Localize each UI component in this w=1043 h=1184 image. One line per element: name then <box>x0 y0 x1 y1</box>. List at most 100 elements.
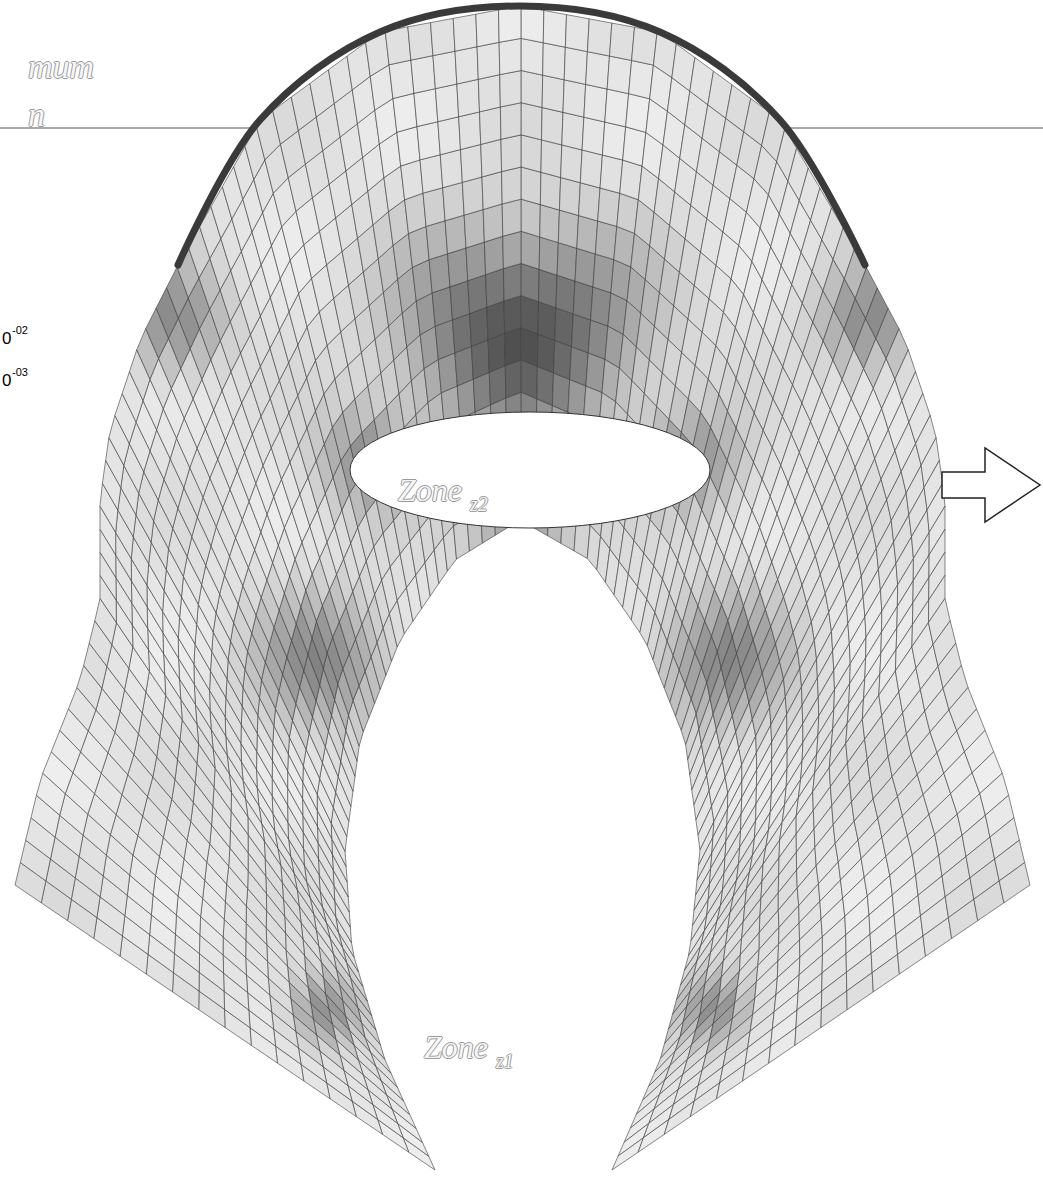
mesh-element <box>385 27 411 65</box>
mesh-element <box>571 314 590 353</box>
mesh-element <box>460 144 481 182</box>
mesh-element <box>743 1046 771 1081</box>
mesh-element <box>638 1119 669 1152</box>
mesh-element <box>426 221 447 260</box>
mesh-element <box>432 287 452 326</box>
mesh-element <box>505 360 521 398</box>
mesh-element <box>552 373 569 412</box>
mesh-element <box>586 353 605 392</box>
mesh-element <box>559 178 580 216</box>
mesh-element <box>538 302 556 341</box>
mesh-element <box>435 320 455 360</box>
mesh-element <box>584 84 607 122</box>
mesh-element <box>462 177 483 215</box>
mesh-element <box>948 899 977 938</box>
mesh-element <box>405 193 426 233</box>
mesh-element <box>521 71 542 108</box>
mesh-element <box>555 308 574 347</box>
mesh-element <box>389 60 414 98</box>
mesh-element <box>593 254 614 293</box>
mesh-element <box>554 340 572 379</box>
mesh-element <box>605 89 629 127</box>
mesh-element <box>690 1083 719 1117</box>
mesh-element <box>623 127 646 166</box>
mesh-element <box>595 221 616 260</box>
mesh-element <box>521 38 543 75</box>
mesh-element <box>438 353 457 393</box>
mesh-element <box>438 117 461 155</box>
zone-label: Zone <box>398 474 462 506</box>
mesh-element <box>411 56 435 94</box>
mesh-element <box>484 236 503 274</box>
mesh-element <box>500 103 521 140</box>
mesh-element <box>440 150 462 188</box>
mesh-element <box>448 248 468 287</box>
mesh-element <box>445 215 466 254</box>
mesh-element <box>602 122 625 160</box>
mesh-element <box>612 1138 643 1170</box>
scale-exponent: -02 <box>12 325 28 336</box>
mesh-element <box>433 51 457 88</box>
mesh-element <box>521 263 539 301</box>
mesh-element <box>872 954 899 992</box>
mesh-element <box>558 210 578 248</box>
mesh-element <box>478 75 500 112</box>
mesh-element <box>575 248 595 287</box>
mesh-element <box>435 84 458 122</box>
mesh-element <box>537 366 554 405</box>
mesh-element <box>468 275 487 314</box>
mesh-element <box>500 71 521 107</box>
mesh-element <box>664 1101 694 1134</box>
mesh-element <box>420 155 443 193</box>
mesh-element <box>502 199 521 236</box>
mesh-element <box>898 936 926 974</box>
mesh-element <box>504 296 521 334</box>
scale-exponent: -03 <box>12 367 28 378</box>
mesh-element <box>591 287 611 326</box>
mesh-element <box>543 43 566 80</box>
mesh-element <box>521 199 540 237</box>
mesh-element <box>401 160 423 200</box>
mesh-element <box>543 10 566 47</box>
legend-title-fragment: mum <box>28 50 94 84</box>
mesh-element <box>629 60 654 98</box>
mesh-element <box>521 6 544 43</box>
mesh-element <box>501 135 521 172</box>
mesh-element <box>476 10 499 47</box>
mesh-element <box>464 210 484 248</box>
zone-subscript: z2 <box>470 494 488 514</box>
mesh-element <box>487 301 505 340</box>
mesh-element <box>542 75 564 112</box>
mesh-element <box>480 107 501 144</box>
mesh-element <box>429 254 450 293</box>
mesh-element <box>999 863 1030 903</box>
mesh-element <box>540 172 560 210</box>
contact-arc <box>178 6 865 265</box>
mesh-element <box>503 231 521 268</box>
mesh-element <box>821 991 847 1028</box>
mesh-element <box>453 14 477 51</box>
mesh-element <box>503 263 521 300</box>
mesh-element <box>521 103 542 140</box>
mesh-element <box>486 269 504 308</box>
mesh-element <box>521 167 541 205</box>
mesh-element <box>481 139 502 177</box>
mesh-element <box>537 334 554 373</box>
zone-subscript: z1 <box>496 1051 514 1071</box>
scale-value: 0 <box>2 372 11 389</box>
elliptic-hole <box>350 412 710 528</box>
mesh-element <box>502 167 522 204</box>
mesh-element <box>564 47 587 84</box>
mesh-element <box>847 973 873 1010</box>
mesh-element <box>539 269 558 307</box>
mesh-element <box>521 296 538 334</box>
mesh-element <box>423 188 445 227</box>
mesh-element <box>577 216 598 254</box>
mesh-element <box>974 881 1004 921</box>
mesh-element <box>505 328 522 366</box>
mesh-element <box>499 6 522 42</box>
mesh-element <box>488 333 505 372</box>
mesh-element <box>466 242 486 281</box>
